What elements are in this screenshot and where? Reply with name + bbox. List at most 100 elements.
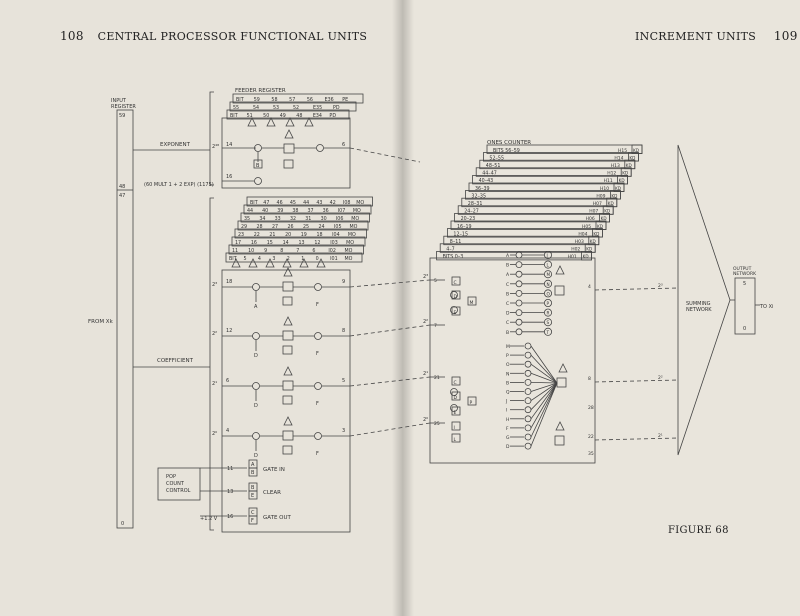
ones-letter-a: B [506, 263, 509, 269]
stage-circle [252, 382, 260, 390]
stage-out-pin: 5 [342, 378, 345, 384]
ones-letter-c-circle [524, 388, 532, 395]
feeder-cell: 50 [263, 113, 269, 119]
ones-letter-c: N [506, 371, 509, 377]
stage-dash [349, 376, 431, 387]
ones-letter-b-circle [544, 270, 553, 279]
coef-cell: 19 [301, 232, 307, 238]
stage-cell-lower [282, 395, 293, 405]
ones-row-code: H04 [578, 231, 587, 237]
ones-letter-c-circle [524, 442, 532, 450]
output-top-bit: 5 [743, 281, 746, 287]
stage-dash [349, 422, 431, 437]
control-letter-top: B [251, 485, 255, 491]
input-register-box [116, 109, 134, 529]
coef-cell: 7 [296, 248, 299, 254]
ones-row-kd: KD [622, 171, 628, 176]
ones-out-cell-top [554, 285, 565, 296]
coef-cell: 15 [267, 240, 273, 246]
coefficient-logic-box [221, 269, 351, 533]
ones-fan-line [530, 372, 558, 384]
ones-extra-pin: 28 [588, 405, 594, 411]
ones-extra-pin: 35 [588, 451, 594, 457]
feeder-cell: 54 [253, 105, 259, 111]
coef-cell: 32 [290, 216, 296, 222]
feeder-row [226, 109, 350, 120]
exp-b-circle [254, 177, 262, 185]
stage-triangle [283, 316, 293, 326]
stage-out-circle [314, 283, 322, 291]
coef-cell: 1 [301, 256, 304, 262]
coef-cell: 2 [287, 256, 290, 262]
coef-cell: 4 [258, 256, 261, 262]
ones-letter-b-circle [544, 308, 553, 317]
output-network-box [734, 277, 756, 335]
control-letter-bottom: B [251, 470, 255, 476]
coef-row [240, 212, 370, 223]
coef-cell: 26 [288, 224, 294, 230]
ones-row-bits: 8–11 [450, 239, 462, 245]
coef-row [234, 228, 367, 239]
ones-input-power: 2⁰ [423, 417, 428, 423]
coef-row [225, 252, 363, 263]
stage-out-circle [314, 382, 322, 390]
ones-row-code: H01 [568, 254, 577, 260]
ones-small-box-letter: D [454, 294, 458, 300]
ones-letter-b: M [547, 272, 551, 277]
coef-cell: I01 [330, 256, 338, 262]
ones-letter-b: S [547, 320, 550, 325]
ones-small-box [451, 276, 461, 286]
ones-row-kd-box [581, 250, 592, 261]
stage-triangle [283, 416, 293, 426]
ones-small-box [451, 391, 461, 401]
coef-cell: I08 [343, 200, 351, 206]
coef-cell: 30 [321, 216, 327, 222]
coef-cell: MO [344, 248, 352, 254]
coef-row [243, 204, 372, 215]
stage-out-circle [314, 432, 322, 440]
figure-caption: FIGURE 68 [668, 525, 729, 536]
coef-cell: 39 [277, 208, 283, 214]
stage-cell [282, 330, 294, 341]
coefficient-brace [209, 197, 214, 531]
coef-cell: 34 [259, 216, 265, 222]
ones-row-bits: 32–35 [471, 193, 486, 199]
ones-input-pin: 5 [434, 278, 437, 284]
ones-letter-c-circle [524, 369, 532, 377]
coef-cell: 5 [243, 256, 246, 262]
ones-row-kd: KD [601, 216, 607, 221]
ones-fan-line [530, 354, 558, 384]
coef-triangle [282, 258, 292, 268]
ones-row-code: H11 [604, 178, 613, 184]
coef-cell: 18 [316, 232, 322, 238]
ones-row-code: H02 [571, 247, 580, 253]
coef-cell: 3 [272, 256, 275, 262]
exponent-label: EXPONENT [160, 142, 191, 148]
coef-triangle [265, 258, 275, 268]
exp-b-box [253, 159, 263, 169]
coef-cell: MO [353, 208, 361, 214]
coef-cell: 24 [319, 224, 325, 230]
coef-cell: 44 [247, 208, 253, 214]
ones-letter-a: A [506, 253, 510, 259]
coefficient-bracket: COEFFICIENT FROM Xk [88, 197, 214, 531]
coef-cell: I06 [336, 216, 344, 222]
summing-network-shape [677, 144, 731, 456]
stage-pin: 18 [226, 279, 232, 285]
feeder-cell: BIT [236, 97, 244, 103]
coef-cell: 14 [283, 240, 289, 246]
ones-small-box-letter: I [454, 425, 455, 431]
coef-cell: 45 [290, 200, 296, 206]
coef-cell: 28 [257, 224, 263, 230]
control-pin: 13 [227, 489, 233, 495]
ones-fan-line [530, 382, 558, 410]
coef-cell: 47 [263, 200, 269, 206]
ones-fan-line [530, 345, 558, 384]
stage-letter-b: F [316, 302, 319, 308]
ones-letter-b: R [547, 311, 550, 316]
ones-small-box [451, 406, 461, 416]
ones-gate-circle [450, 306, 458, 314]
control-box-bottom [248, 467, 258, 477]
ones-small-box [451, 290, 461, 300]
